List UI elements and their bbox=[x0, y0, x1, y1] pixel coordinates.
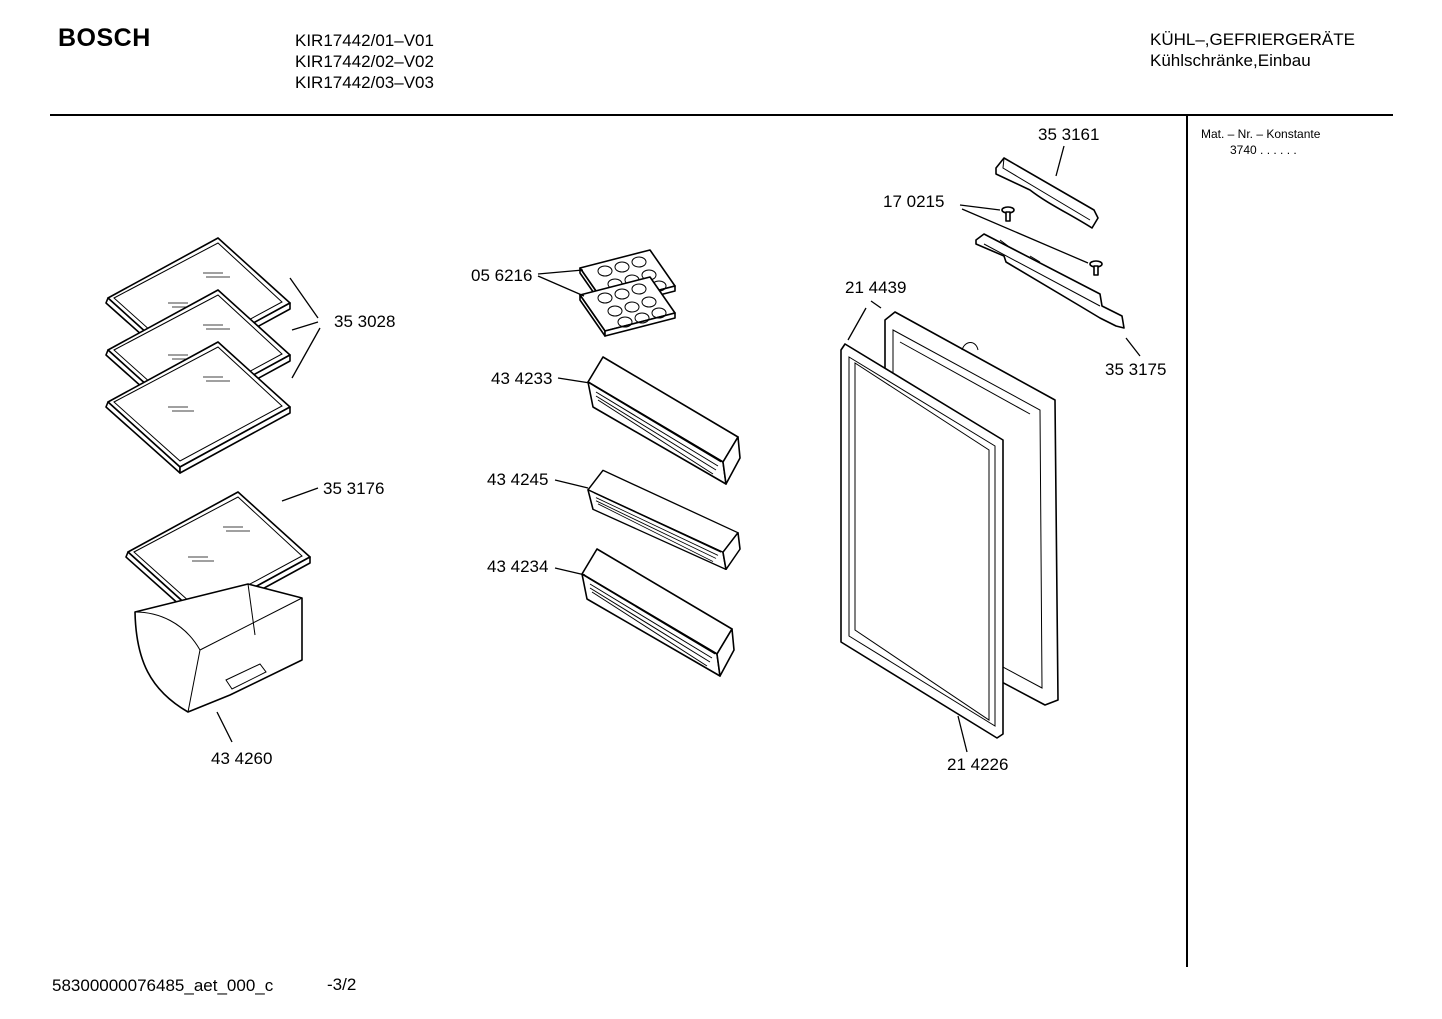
material-constant-label: Mat. – Nr. – Konstante bbox=[1201, 127, 1321, 141]
leader-line bbox=[537, 269, 584, 275]
leader-line bbox=[870, 300, 882, 309]
cover-strip bbox=[995, 157, 1099, 229]
model-number: KIR17442/02–V02 bbox=[295, 52, 434, 71]
material-constant-panel: Mat. – Nr. – Konstante 3740 . . . . . . bbox=[1201, 126, 1320, 158]
leader-line bbox=[554, 479, 589, 489]
part-number-label: 43 4245 bbox=[487, 470, 548, 489]
leader-line bbox=[291, 327, 321, 379]
leader-line bbox=[537, 275, 585, 297]
leader-line bbox=[554, 567, 586, 576]
leader-line bbox=[847, 307, 867, 341]
door-seal bbox=[840, 343, 1004, 739]
leader-line bbox=[1055, 145, 1065, 177]
leader-line bbox=[291, 321, 319, 331]
part-number-label: 43 4233 bbox=[491, 369, 552, 388]
material-constant-value: 3740 . . . . . . bbox=[1230, 143, 1297, 157]
leader-line bbox=[281, 487, 319, 502]
leader-line bbox=[959, 204, 1001, 211]
part-number-label: 21 4439 bbox=[845, 278, 906, 297]
part-number-label: 35 3175 bbox=[1105, 360, 1166, 379]
document-id: 58300000076485_aet_000_c bbox=[52, 976, 274, 995]
part-number-label: 43 4234 bbox=[487, 557, 548, 576]
screw bbox=[1089, 260, 1103, 276]
part-number-label: 21 4226 bbox=[947, 755, 1008, 774]
leader-line bbox=[1125, 337, 1141, 357]
page-number: -3/2 bbox=[327, 975, 357, 994]
part-number-label: 35 3028 bbox=[334, 312, 395, 331]
header-divider bbox=[50, 114, 1393, 116]
part-number-label: 05 6216 bbox=[471, 266, 532, 285]
side-divider bbox=[1186, 116, 1188, 967]
door-shelf bbox=[587, 356, 741, 485]
part-number-label: 43 4260 bbox=[211, 749, 272, 768]
leader-line bbox=[957, 715, 968, 753]
crisper-drawer bbox=[134, 583, 303, 713]
door-shelf bbox=[587, 469, 741, 571]
door-shelf bbox=[581, 548, 735, 677]
hinge-bracket bbox=[975, 233, 1125, 329]
leader-line bbox=[961, 208, 1089, 264]
leader-line bbox=[216, 711, 233, 743]
part-number-label: 35 3176 bbox=[323, 479, 384, 498]
model-number: KIR17442/01–V01 bbox=[295, 31, 434, 50]
brand-logo: BOSCH bbox=[58, 24, 151, 52]
model-list: KIR17442/01–V01 KIR17442/02–V02 KIR17442… bbox=[295, 30, 434, 93]
category-title: KÜHL–,GEFRIERGERÄTE Kühlschränke,Einbau bbox=[1150, 29, 1355, 71]
part-number-label: 35 3161 bbox=[1038, 125, 1099, 144]
model-number: KIR17442/03–V03 bbox=[295, 73, 434, 92]
leader-line bbox=[289, 277, 319, 319]
screw bbox=[1001, 206, 1015, 222]
part-number-label: 17 0215 bbox=[883, 192, 944, 211]
category-line-2: Kühlschränke,Einbau bbox=[1150, 51, 1311, 70]
leader-line bbox=[557, 377, 591, 384]
category-line-1: KÜHL–,GEFRIERGERÄTE bbox=[1150, 30, 1355, 49]
